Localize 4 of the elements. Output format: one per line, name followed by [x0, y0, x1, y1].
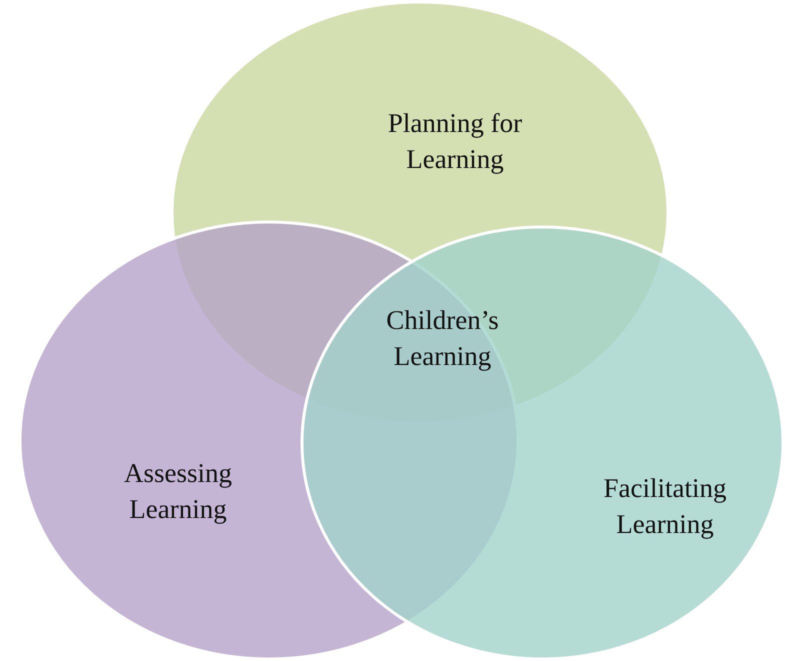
circle-label: Assessing Learning [122, 457, 233, 526]
center-label: Children’s Learning [385, 304, 500, 373]
circle-label: Facilitating Learning [602, 472, 728, 541]
circle-label: Planning for Learning [386, 107, 524, 176]
